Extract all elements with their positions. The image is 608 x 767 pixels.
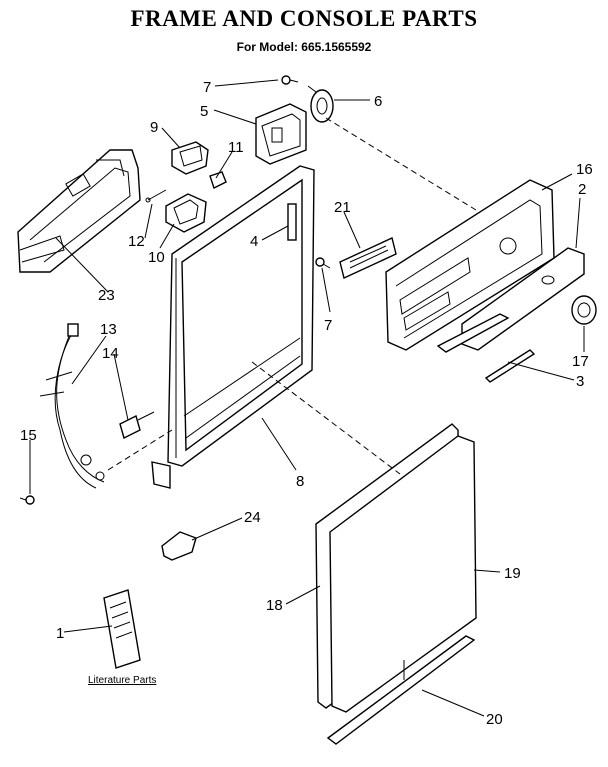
part-19-inner-panel: [329, 435, 477, 713]
callout-15: 15: [20, 427, 37, 444]
callout-10: 10: [148, 249, 165, 266]
part-3-strip: [436, 313, 536, 383]
part-13-wiring-harness: [39, 323, 105, 489]
callout-9: 9: [150, 119, 158, 136]
alignment-line: [251, 361, 401, 475]
part-20-bottom-trim: [326, 635, 476, 745]
part-7-screw-mid: [315, 257, 331, 269]
model-number: For Model: 665.1565592: [236, 40, 372, 54]
part-11-clip: [209, 171, 227, 189]
callout-16: 16: [576, 161, 593, 178]
part-15-screw: [19, 495, 35, 505]
leader-lines: [29, 79, 585, 717]
callout-7b: 7: [324, 317, 332, 334]
part-10-holder: [165, 193, 207, 233]
callout-18: 18: [266, 597, 283, 614]
part-23-housing: [17, 149, 141, 273]
part-8-door-frame: [151, 165, 315, 489]
callout-5: 5: [200, 103, 208, 120]
callout-23: 23: [98, 287, 115, 304]
callout-17: 17: [572, 353, 589, 370]
callout-8: 8: [296, 473, 304, 490]
diagram-title: FRAME AND CONSOLE PARTS: [130, 6, 478, 31]
callout-21: 21: [334, 199, 351, 216]
callout-11: 11: [228, 139, 244, 156]
literature-parts-label: Literature Parts: [88, 675, 157, 686]
callout-6: 6: [374, 93, 382, 110]
part-24-clip: [161, 531, 197, 561]
callout-20: 20: [486, 711, 503, 728]
callout-19: 19: [504, 565, 521, 582]
callout-14: 14: [102, 345, 119, 362]
callout-3: 3: [576, 373, 584, 390]
part-6-actuator: [307, 85, 334, 123]
part-21-bracket: [339, 237, 397, 279]
part-5-switch-assembly: [255, 103, 307, 165]
alignment-line: [107, 429, 173, 471]
callout-24: 24: [244, 509, 261, 526]
part-12-pin: [145, 189, 167, 203]
part-14-sensor: [119, 411, 155, 440]
alignment-line: [325, 117, 477, 211]
callout-12: 12: [128, 233, 145, 250]
part-1-literature: [103, 589, 141, 669]
callout-1: 1: [56, 625, 64, 642]
part-9-switch: [171, 141, 209, 175]
callout-4: 4: [250, 233, 258, 250]
callout-2: 2: [578, 181, 586, 198]
part-7-screw-top: [281, 75, 299, 85]
callout-7a: 7: [203, 79, 211, 96]
part-17-knob: [571, 295, 597, 325]
callout-13: 13: [100, 321, 117, 338]
